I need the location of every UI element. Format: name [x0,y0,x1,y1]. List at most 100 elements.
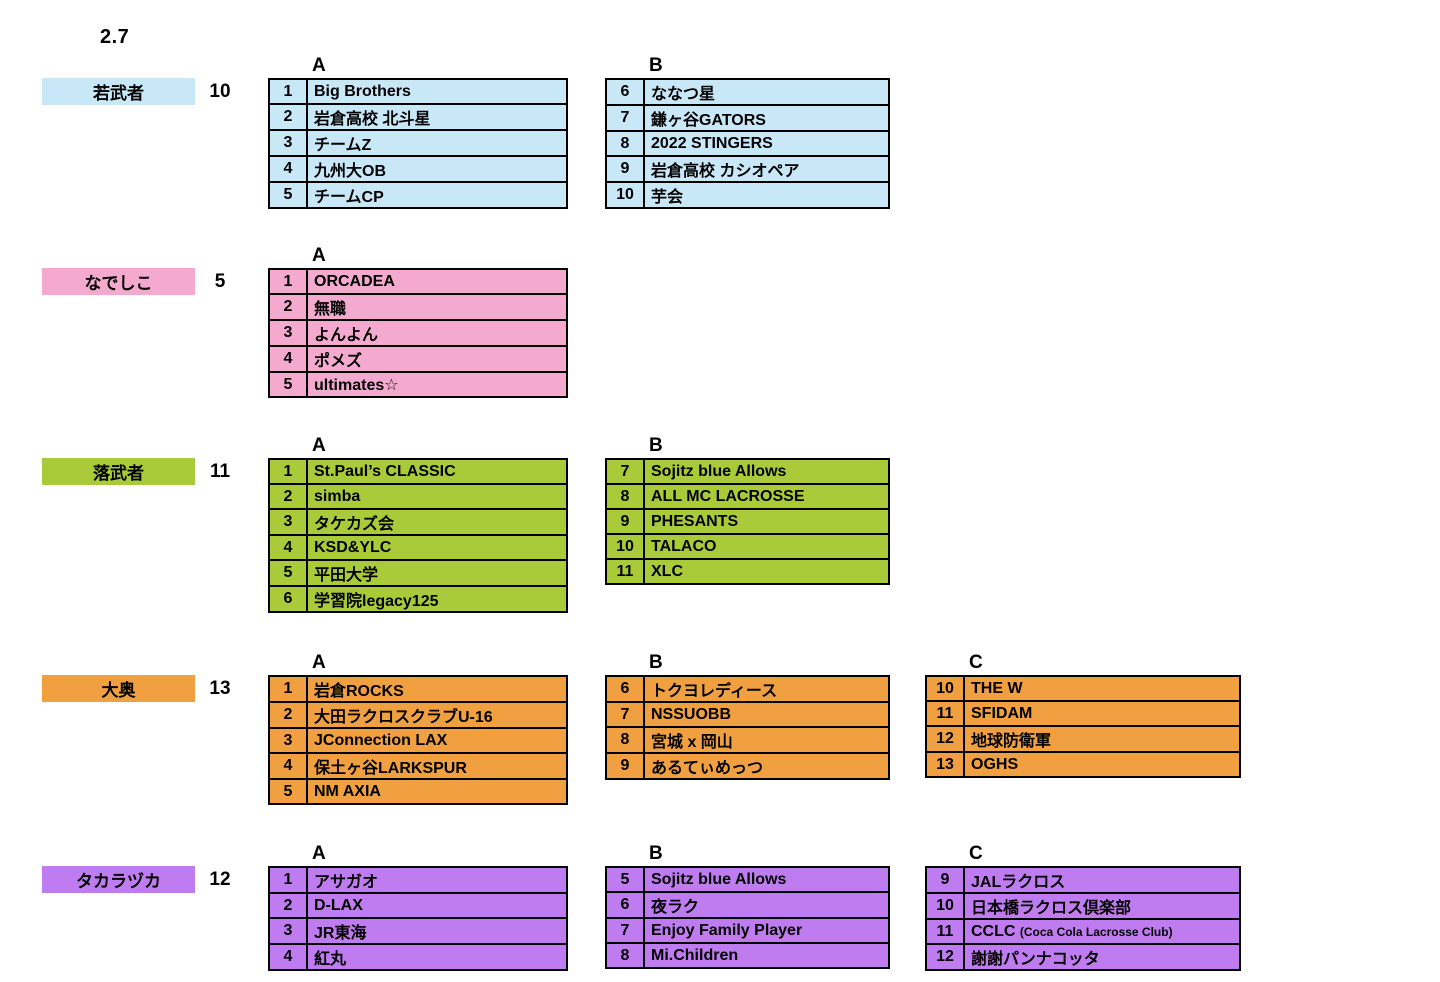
team-name: 謝謝パンナコッタ [971,951,1100,968]
team-row: 7 鎌ヶ谷GATORS [605,104,890,132]
team-seed-number: 12 [925,943,965,971]
team-seed-number: 1 [268,675,308,703]
team-name-cell: PHESANTS [643,508,890,535]
team-seed-number: 5 [268,778,308,805]
team-name: D-LAX [314,896,363,914]
team-seed-number: 5 [605,866,645,893]
team-name-cell: ななつ星 [643,78,890,106]
team-seed-number: 4 [268,943,308,971]
team-seed-number: 4 [268,534,308,561]
group-table: 9 JALラクロス 10 日本橋ラクロス倶楽部 11 CCLC (Coca Co… [925,866,1241,971]
team-name-cell: SFIDAM [963,700,1241,727]
team-seed-number: 9 [605,155,645,183]
team-name: KSD&YLC [314,538,392,556]
team-seed-number: 2 [268,483,308,510]
team-name-cell: よんよん [306,319,568,347]
team-row: 5 Sojitz blue Allows [605,866,890,893]
team-name: SFIDAM [971,704,1033,722]
team-name: アサガオ [314,874,379,891]
group-block: C 9 JALラクロス 10 日本橋ラクロス倶楽部 11 CCLC (Coca … [925,843,1241,971]
team-name-cell: 岩倉高校 カシオペア [643,155,890,183]
team-name: 2022 STINGERS [651,134,773,152]
team-name: ポメズ [314,353,363,370]
team-seed-number: 3 [268,917,308,945]
team-name: TALACO [651,537,717,555]
team-name-cell: アサガオ [306,866,568,894]
team-seed-number: 5 [268,371,308,398]
team-seed-number: 2 [268,701,308,729]
team-row: 10 TALACO [605,533,890,560]
group-letter: A [312,843,326,864]
team-name-cell: TALACO [643,533,890,560]
team-seed-number: 11 [605,558,645,585]
team-seed-number: 6 [605,891,645,919]
group-letter: A [312,245,326,266]
category-team-count: 13 [209,677,231,699]
team-row: 1 Big Brothers [268,78,568,105]
team-row: 10 THE W [925,675,1241,702]
group-table-body: 1 アサガオ 2 D-LAX 3 JR東海 4 紅丸 [268,866,568,971]
group-table: 6 トクヨレディース 7 NSSUOBB 8 宮城 x 岡山 9 あるてぃめっつ [605,675,890,780]
team-name-cell: 学習院legacy125 [306,585,568,613]
team-row: 5 平田大学 [268,559,568,587]
group-letter: A [312,435,326,456]
team-row: 4 九州大OB [268,155,568,183]
team-name-cell: 九州大OB [306,155,568,183]
category-label: タカラヅカ [42,866,195,893]
category-label: なでしこ [42,268,195,295]
group-table-body: 1 ORCADEA 2 無職 3 よんよん 4 ポメズ 5 ultimates☆ [268,268,568,398]
group-table: 10 THE W 11 SFIDAM 12 地球防衛軍 13 OGHS [925,675,1241,778]
team-name-suffix: (Coca Cola Lacrosse Club) [1019,924,1173,939]
group-block: B 5 Sojitz blue Allows 6 夜ラク 7 Enjoy Fam… [605,843,890,969]
team-row: 1 アサガオ [268,866,568,894]
team-row: 5 ultimates☆ [268,371,568,398]
group-table-body: 9 JALラクロス 10 日本橋ラクロス倶楽部 11 CCLC (Coca Co… [925,866,1241,971]
team-row: 2 simba [268,483,568,510]
team-name-cell: 保土ヶ谷LARKSPUR [306,752,568,780]
team-seed-number: 1 [268,866,308,894]
team-name-cell: 鎌ヶ谷GATORS [643,104,890,132]
category-label: 落武者 [42,458,195,485]
team-name-cell: 夜ラク [643,891,890,919]
team-row: 4 保土ヶ谷LARKSPUR [268,752,568,780]
team-row: 6 学習院legacy125 [268,585,568,613]
team-name: JR東海 [314,925,367,942]
team-name-cell: JR東海 [306,917,568,945]
group-table-body: 5 Sojitz blue Allows 6 夜ラク 7 Enjoy Famil… [605,866,890,969]
team-row: 7 NSSUOBB [605,701,890,728]
team-seed-number: 6 [605,675,645,703]
team-row: 9 岩倉高校 カシオペア [605,155,890,183]
team-name-cell: 岩倉ROCKS [306,675,568,703]
group-table: 5 Sojitz blue Allows 6 夜ラク 7 Enjoy Famil… [605,866,890,969]
team-name: St.Paul’s CLASSIC [314,462,456,480]
category-team-count: 11 [209,460,231,482]
team-seed-number: 10 [925,892,965,920]
team-seed-number: 1 [268,268,308,295]
team-name: タケカズ会 [314,516,395,533]
team-name-cell: 岩倉高校 北斗星 [306,103,568,131]
group-table-body: 1 St.Paul’s CLASSIC 2 simba 3 タケカズ会 4 KS… [268,458,568,613]
team-row: 10 日本橋ラクロス倶楽部 [925,892,1241,920]
team-row: 1 ORCADEA [268,268,568,295]
team-name: よんよん [314,327,379,344]
team-seed-number: 7 [605,104,645,132]
team-name-cell: Mi.Children [643,942,890,969]
team-row: 6 ななつ星 [605,78,890,106]
team-seed-number: 5 [268,559,308,587]
team-seed-number: 1 [268,78,308,105]
team-row: 3 チームZ [268,129,568,157]
team-name: 紅丸 [314,951,347,968]
team-row: 12 地球防衛軍 [925,725,1241,753]
team-row: 9 あるてぃめっつ [605,752,890,780]
group-block: B 6 ななつ星 7 鎌ヶ谷GATORS 8 2022 STINGERS 9 岩… [605,55,890,209]
group-letter: C [969,843,983,864]
team-seed-number: 8 [605,942,645,969]
team-name-cell: Sojitz blue Allows [643,458,890,485]
team-name: 岩倉ROCKS [314,683,404,700]
team-name: トクヨレディース [651,683,778,700]
team-name-cell: Enjoy Family Player [643,917,890,944]
team-name: あるてぃめっつ [651,760,764,777]
team-name-cell: 宮城 x 岡山 [643,726,890,754]
team-name-cell: 平田大学 [306,559,568,587]
team-row: 9 JALラクロス [925,866,1241,894]
